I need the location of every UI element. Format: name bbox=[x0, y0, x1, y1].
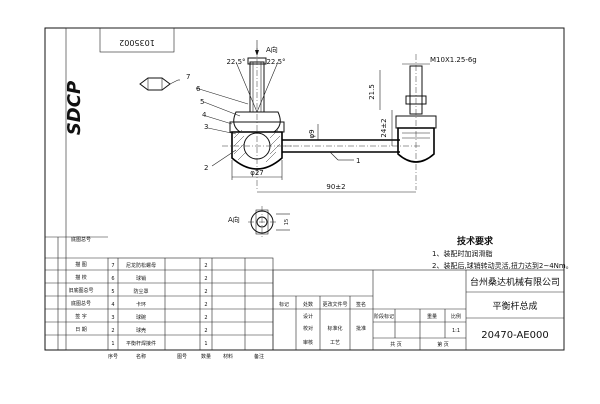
company-name: 台州桑达机械有限公司 bbox=[470, 276, 560, 288]
left-col-label: 旧底图总号 bbox=[68, 287, 93, 294]
sheet-number: 第 页 bbox=[437, 341, 449, 348]
tech-req-title: 技术要求 bbox=[457, 235, 494, 247]
bom-header-cell: 序号 bbox=[108, 353, 118, 360]
dimension-lines: 22.5° 22.5° A向 M10X1.25-6g 21.5 24±2 φ9 … bbox=[226, 40, 477, 193]
sign-label: 工艺 bbox=[330, 340, 340, 346]
right-ball-joint bbox=[395, 54, 437, 190]
bom-no: 7 bbox=[111, 263, 114, 269]
bom-header-cell: 材料 bbox=[223, 353, 233, 360]
bom-qty: 2 bbox=[204, 276, 207, 282]
left-col-label: 描 校 bbox=[75, 274, 87, 281]
bom-qty: 2 bbox=[204, 302, 207, 308]
balloon-5: 5 bbox=[200, 98, 204, 106]
tech-requirements: 技术要求 1、装配时加润滑脂 2、装配后,球销转动灵活,扭力达到2~4Nm。 bbox=[432, 235, 573, 270]
title-row-label: 处数 bbox=[303, 301, 313, 308]
bom-name: 球碗 bbox=[136, 314, 146, 321]
bom-no: 1 bbox=[111, 341, 114, 347]
brand-logo: SDCP bbox=[64, 81, 85, 135]
bom-table: 7 尼龙防松螺母 2 6 球销 2 5 防尘罩 2 4 卡环 2 3 球碗 2 … bbox=[107, 257, 274, 351]
tech-req-item: 1、装配时加润滑脂 bbox=[432, 249, 492, 258]
balloon-1: 1 bbox=[356, 157, 360, 165]
dim-90: 90±2 bbox=[326, 183, 345, 191]
drawing-number-box bbox=[99, 27, 175, 53]
dim-phi9: φ9 bbox=[308, 129, 316, 138]
bom-qty: 1 bbox=[204, 341, 207, 347]
bom-name: 平衡杆焊接件 bbox=[126, 340, 156, 347]
left-col-label: 签 字 bbox=[75, 313, 87, 320]
title-row-label: 标记 bbox=[279, 301, 289, 308]
stabilizer-rod bbox=[282, 139, 420, 153]
drawing-number-rotated: 1035002 bbox=[119, 38, 155, 47]
sign-label: 批准 bbox=[356, 325, 366, 332]
left-col-label: 底图总号 bbox=[71, 300, 91, 307]
view-label-bottom: A向 bbox=[228, 215, 240, 224]
dim-phi27: φ27 bbox=[250, 169, 264, 177]
title-block: 标记 处数 更改文件号 签名 设计 校对 审核 标准化 工艺 批准 阶段标记 重… bbox=[272, 269, 565, 351]
weight-label: 重量 bbox=[427, 313, 437, 320]
sign-label: 设计 bbox=[303, 313, 313, 320]
balloon-3: 3 bbox=[204, 123, 208, 131]
dim-21-5: 21.5 bbox=[368, 84, 376, 100]
bom-header-cell: 数量 bbox=[201, 353, 211, 360]
bom-header: 序号 名称 图号 数量 材料 备注 bbox=[108, 353, 264, 360]
sign-label: 标准化 bbox=[327, 325, 342, 332]
left-col-label: 日 期 bbox=[75, 327, 87, 333]
balloon-6: 6 bbox=[196, 85, 201, 93]
scale-value: 1:1 bbox=[452, 328, 460, 334]
left-record-strip: 底图总号 描 图 描 校 旧底图总号 底图总号 签 字 日 期 bbox=[45, 236, 108, 350]
bom-name: 卡环 bbox=[136, 301, 146, 308]
bom-name: 球壳 bbox=[136, 327, 146, 334]
balloon-7: 7 bbox=[186, 73, 190, 81]
left-col-label: 底图总号 bbox=[71, 236, 91, 243]
view-label-top: A向 bbox=[266, 45, 278, 54]
stage-label: 阶段标记 bbox=[374, 313, 394, 320]
bom-header-cell: 名称 bbox=[136, 353, 146, 360]
bom-qty: 2 bbox=[204, 328, 207, 334]
bom-qty: 2 bbox=[204, 315, 207, 321]
bom-name: 球销 bbox=[136, 275, 146, 282]
bom-no: 2 bbox=[111, 328, 114, 334]
sign-label: 审核 bbox=[303, 339, 313, 346]
sign-label: 校对 bbox=[303, 325, 313, 332]
thread-spec: M10X1.25-6g bbox=[430, 56, 477, 64]
dim-24: 24±2 bbox=[380, 118, 388, 137]
bom-no: 4 bbox=[111, 302, 114, 308]
sheet-total: 共 页 bbox=[390, 341, 402, 348]
dim-angle-right: 22.5° bbox=[266, 58, 285, 66]
bom-name: 尼龙防松螺母 bbox=[126, 262, 156, 269]
bom-qty: 2 bbox=[204, 289, 207, 295]
nut-view bbox=[139, 77, 180, 91]
tech-req-item: 2、装配后,球销转动灵活,扭力达到2~4Nm。 bbox=[432, 261, 573, 270]
left-col-label: 描 图 bbox=[75, 261, 87, 268]
a-view-section: A向 15 bbox=[228, 206, 290, 238]
bom-no: 5 bbox=[111, 289, 114, 295]
dim-angle-left: 22.5° bbox=[226, 58, 245, 66]
title-row-label: 签名 bbox=[356, 301, 366, 308]
title-row-label: 更改文件号 bbox=[322, 301, 347, 308]
bom-qty: 2 bbox=[204, 263, 207, 269]
bom-header-cell: 图号 bbox=[177, 354, 187, 360]
bom-no: 3 bbox=[111, 315, 114, 321]
balloon-4: 4 bbox=[202, 111, 207, 119]
part-number: 20470-AE000 bbox=[481, 330, 548, 341]
bom-no: 6 bbox=[111, 276, 114, 282]
scale-label: 比例 bbox=[451, 313, 461, 320]
dim-15: 15 bbox=[284, 219, 290, 225]
part-balloons: 7 6 5 4 3 2 1 bbox=[186, 73, 360, 172]
part-name: 平衡杆总成 bbox=[492, 300, 537, 312]
ball-joint-assembly bbox=[222, 48, 292, 190]
bom-header-cell: 备注 bbox=[254, 353, 264, 360]
balloon-2: 2 bbox=[204, 164, 208, 172]
bom-name: 防尘罩 bbox=[133, 288, 148, 295]
